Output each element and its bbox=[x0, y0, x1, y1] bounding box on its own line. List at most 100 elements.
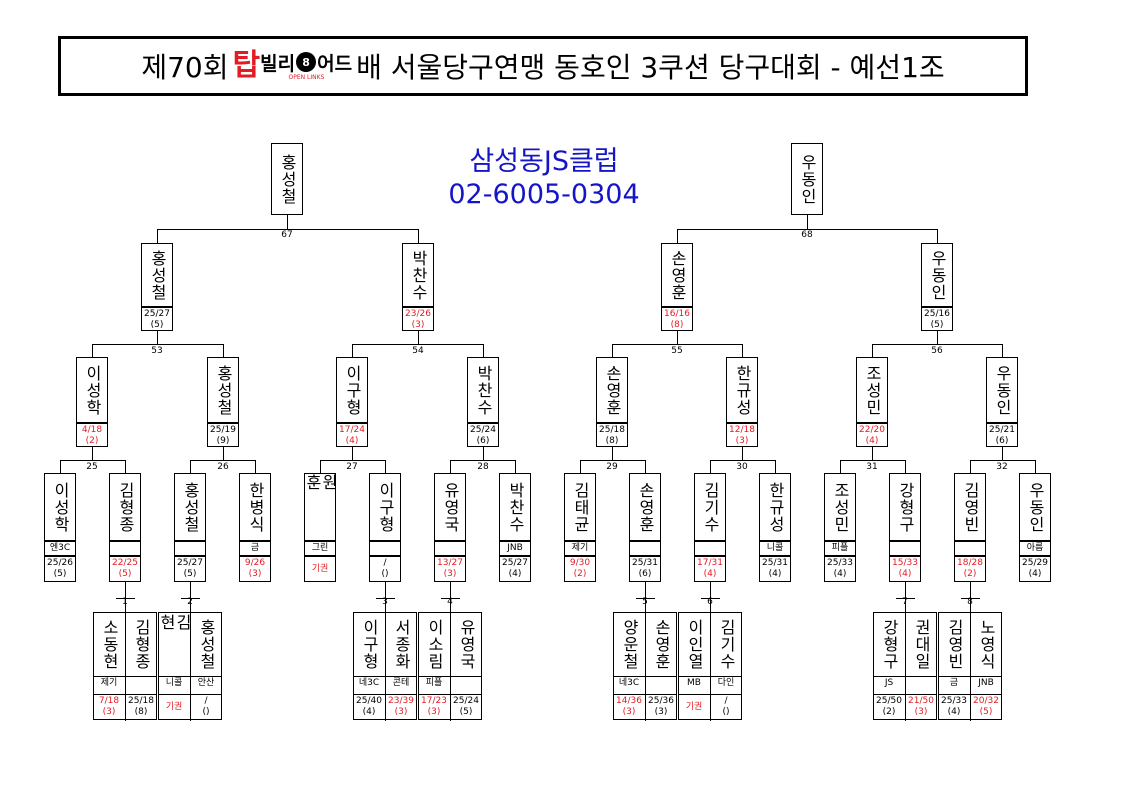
club-box bbox=[109, 541, 141, 556]
player-name: 홍성철 bbox=[278, 153, 297, 205]
score-box: 25/29(4) bbox=[1019, 556, 1051, 582]
player-name-box: 원 훈 bbox=[303, 473, 338, 541]
group-divider bbox=[678, 694, 742, 695]
score-sub: (8) bbox=[670, 320, 684, 330]
score-sub: (4) bbox=[833, 569, 847, 579]
player-name-text: 이인열 bbox=[685, 618, 704, 670]
bracket-line bbox=[840, 460, 906, 461]
player-name-box: 이구형 bbox=[369, 473, 401, 541]
connector-line bbox=[157, 229, 158, 244]
club-box: 니콜 bbox=[759, 541, 791, 556]
club-box: 피플 bbox=[824, 541, 856, 556]
bracket-line bbox=[450, 460, 516, 461]
group-divider bbox=[613, 694, 677, 695]
group-divider bbox=[385, 612, 386, 721]
bracket-line bbox=[970, 460, 1036, 461]
player-name: 홍성철 bbox=[214, 364, 233, 416]
connector-line bbox=[905, 582, 906, 613]
player-name-text: 김기수 bbox=[717, 618, 736, 670]
group-divider bbox=[450, 612, 451, 721]
connector-line bbox=[190, 582, 191, 613]
group-divider bbox=[873, 676, 937, 677]
club-label: 네3C bbox=[618, 678, 640, 688]
score-value: 14/36 bbox=[616, 696, 642, 706]
connector-line bbox=[970, 460, 971, 474]
score-sub: (5) bbox=[183, 569, 197, 579]
player-name: 홍성철 bbox=[190, 614, 222, 674]
score-value: 7/18 bbox=[98, 696, 120, 706]
player-name-box: 김기수 bbox=[694, 473, 726, 541]
match-number: 54 bbox=[412, 346, 424, 356]
club-box bbox=[629, 541, 661, 556]
score-value: 13/27 bbox=[437, 558, 463, 568]
score-value: 20/32 bbox=[973, 696, 999, 706]
player-name: 손영훈 bbox=[645, 614, 677, 674]
connector-line bbox=[255, 460, 256, 474]
score-box: 9/26(3) bbox=[239, 556, 271, 582]
page-title: 제70회 탑 빌리 8 어드 OPEN LINKS 배 서울당구연맹 동호인 3… bbox=[58, 36, 1028, 96]
group-divider bbox=[158, 694, 222, 695]
score-box: 9/30(2) bbox=[564, 556, 596, 582]
group-divider bbox=[158, 676, 222, 677]
player-name-box: 김영빈 bbox=[954, 473, 986, 541]
club-box bbox=[174, 541, 206, 556]
match-tick bbox=[701, 598, 720, 599]
match-number: 67 bbox=[281, 230, 293, 240]
player-name: 김영빈 bbox=[961, 481, 980, 533]
player-name: 한규성 bbox=[766, 481, 785, 533]
match-number: 5 bbox=[642, 597, 648, 607]
score-sub: (6) bbox=[476, 436, 490, 446]
player-name-text: 강형구 bbox=[880, 618, 899, 670]
player-name: 김기수 bbox=[710, 614, 742, 674]
player-name: 손영훈 bbox=[603, 364, 622, 416]
match-number: 2 bbox=[187, 597, 193, 607]
player-name-box: 박찬수 bbox=[402, 243, 434, 307]
player-name-text: 홍성철 bbox=[197, 618, 216, 670]
score-box: 23/26(3) bbox=[402, 307, 434, 331]
player-name: 이구형 bbox=[376, 481, 395, 533]
player-name: 원 훈 bbox=[303, 474, 338, 504]
player-name: 박찬수 bbox=[506, 481, 525, 533]
player-name-box: 한병식 bbox=[239, 473, 271, 541]
connector-line bbox=[970, 582, 971, 613]
score-sub: () bbox=[202, 707, 210, 717]
score-sub: (3) bbox=[654, 707, 668, 717]
match-number: 6 bbox=[707, 597, 713, 607]
connector-line bbox=[677, 331, 678, 345]
club-label: 안산 bbox=[197, 678, 215, 688]
club-label: 피플 bbox=[425, 678, 443, 688]
bracket-line bbox=[677, 229, 938, 230]
bracket-line bbox=[612, 344, 743, 345]
player-name-box: 이구형 bbox=[336, 357, 368, 423]
player-name-box: 김태균 bbox=[564, 473, 596, 541]
player-name-box: 이성학 bbox=[44, 473, 76, 541]
connector-line bbox=[223, 447, 224, 461]
player-name: 이구형 bbox=[343, 364, 362, 416]
connector-line bbox=[710, 582, 711, 613]
score-value: 17/23 bbox=[421, 696, 447, 706]
score-value: 25/18 bbox=[599, 425, 625, 435]
club-label: JNB bbox=[978, 678, 994, 688]
player-name-box: 우동인 bbox=[986, 357, 1018, 423]
connector-line bbox=[190, 460, 191, 474]
match-number: 3 bbox=[382, 597, 388, 607]
score-value: 25/24 bbox=[470, 425, 496, 435]
connector-line bbox=[742, 344, 743, 358]
score-value: 23/39 bbox=[388, 696, 414, 706]
connector-line bbox=[450, 582, 451, 613]
score-value: 15/33 bbox=[892, 558, 918, 568]
logo-text-b: 빌리 bbox=[260, 52, 296, 75]
connector-line bbox=[612, 447, 613, 461]
score-value: 12/18 bbox=[729, 425, 755, 435]
score-value: 25/27 bbox=[177, 558, 203, 568]
connector-line bbox=[580, 460, 581, 474]
player-name-box: 우동인 bbox=[791, 143, 823, 215]
connector-line bbox=[92, 344, 93, 358]
group-divider bbox=[125, 612, 126, 721]
player-name: 강형구 bbox=[896, 481, 915, 533]
score-sub: (4) bbox=[508, 569, 522, 579]
score-box: 17/24(4) bbox=[336, 423, 368, 447]
match-tick bbox=[896, 598, 915, 599]
player-name: 김형종 bbox=[116, 481, 135, 533]
club-label: 네3C bbox=[358, 678, 380, 688]
